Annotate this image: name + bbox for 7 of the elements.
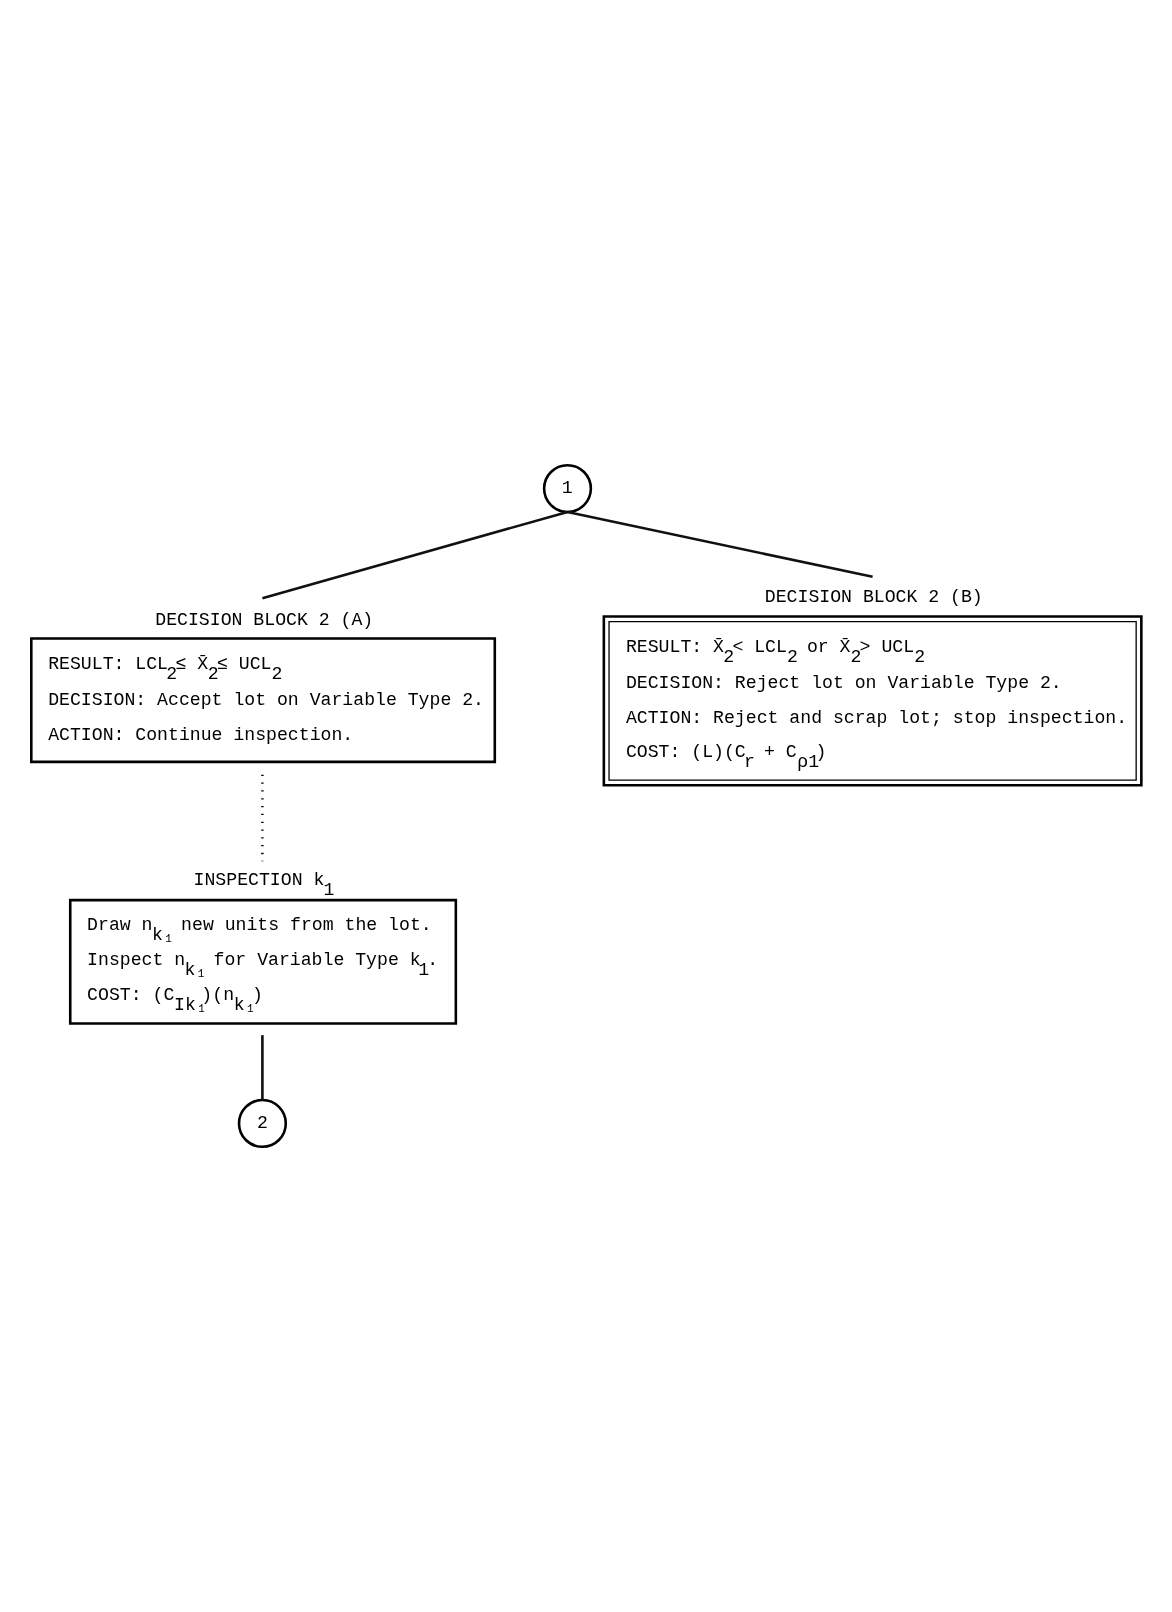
- connector: [567, 510, 873, 579]
- connector: [262, 510, 568, 600]
- connector: [261, 1035, 264, 1101]
- node-label: DECISION BLOCK 2 (B): [764, 587, 983, 608]
- node-circle: 2: [237, 1098, 288, 1149]
- node-label: DECISION BLOCK 2 (A): [155, 609, 374, 630]
- node-circle: 1: [542, 463, 593, 514]
